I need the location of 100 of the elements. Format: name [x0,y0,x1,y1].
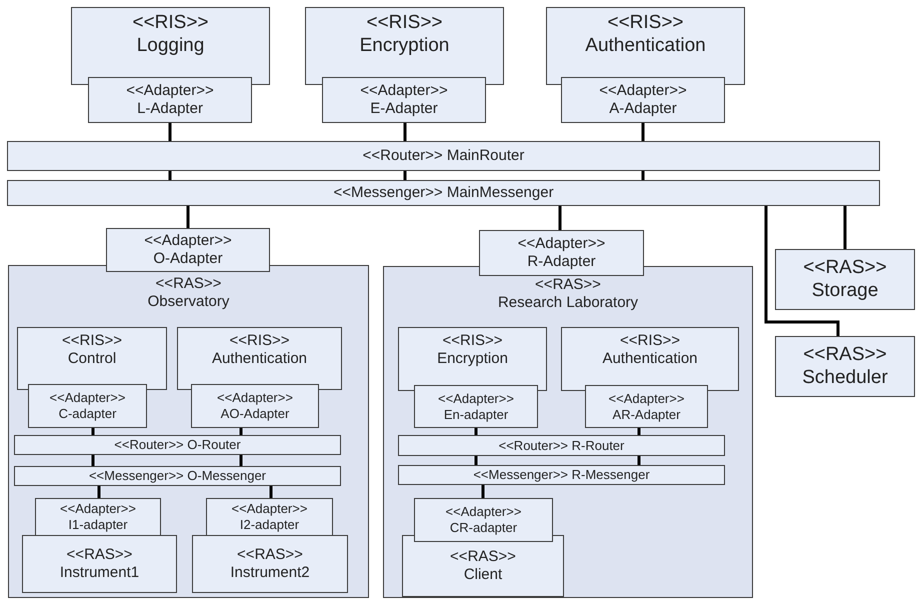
system-box [775,336,915,397]
node-label: E-Adapter [370,100,438,118]
node-label: <<Adapter>> [232,501,308,517]
connector-line [844,206,846,249]
node-label: <<Adapter>> [60,501,136,517]
connector-line [642,123,644,141]
node-label: A-Adapter [609,100,677,118]
system-box [775,249,915,310]
node-label: AR-Adapter [612,406,680,422]
node-label: <<RAS>> [535,276,601,294]
connector-line [558,206,562,230]
connector-line [240,428,242,435]
adapter-box [414,385,538,428]
adapter-box [35,498,161,536]
node-label: <<Router>> O-Router [114,437,241,453]
bus-bar [398,435,725,456]
connector-line [92,428,94,435]
connector-line [92,455,94,466]
node-label: Authentication [585,34,706,58]
node-label: <<Adapter>> [438,390,514,406]
adapter-box [106,228,270,272]
system-box [192,535,348,593]
node-label: Storage [812,280,878,302]
bus-bar [7,180,880,206]
adapter-box [561,77,725,123]
node-label: Authentication [212,350,308,368]
node-label: <<RAS>> [450,548,516,566]
adapter-box [414,498,553,542]
node-label: <<Adapter>> [360,82,448,100]
node-label: <<Router>> MainRouter [362,147,524,165]
node-label: <<Adapter>> [599,82,687,100]
node-label: Client [464,566,502,584]
node-label: <<Adapter>> [126,82,214,100]
node-label: <<RIS>> [132,12,209,35]
service-box [17,327,167,390]
node-label: I2-adapter [240,517,300,533]
adapter-box [206,498,333,536]
node-label: Observatory [148,293,230,311]
adapter-box [88,77,252,123]
node-label: <<RAS>> [156,275,222,293]
system-box [22,535,177,593]
connector-line [404,123,406,141]
node-label: <<Messenger>> R-Messenger [473,467,650,483]
node-label: Encryption [437,350,508,368]
connector-line [474,456,478,465]
service-box [546,7,745,85]
node-label: Instrument2 [230,564,310,582]
connector-line [638,456,640,465]
bus-bar [14,466,341,486]
connector-line [270,486,272,498]
node-label: <<Messenger>> MainMessenger [333,184,554,202]
connector-line [186,206,190,228]
bus-bar [398,465,725,485]
node-label: Instrument1 [60,564,140,582]
node-label: Research Laboratory [498,294,638,312]
connector-line [764,206,840,336]
node-label: L-Adapter [137,100,203,118]
node-label: <<RIS>> [229,332,290,350]
node-label: <<Adapter>> [50,390,126,406]
connector-line [168,123,172,141]
connector-line [98,486,100,498]
node-label: <<RIS>> [442,332,503,350]
service-box [398,327,547,391]
node-label: <<Messenger>> O-Messenger [88,468,266,484]
node-label: <<RAS>> [66,546,132,564]
connector-line [482,485,484,498]
service-box [561,327,739,391]
node-label: I1-adapter [68,517,128,533]
adapter-box [585,385,708,428]
connector-line [240,455,242,466]
node-label: <<Adapter>> [518,235,606,253]
adapter-box [191,384,319,428]
node-label: <<RAS>> [237,546,303,564]
connector-line [404,171,406,180]
adapter-box [322,77,486,123]
adapter-box [479,230,644,276]
system-box [402,535,564,597]
connector-line [642,171,644,180]
connector-line [168,171,172,180]
service-box [305,7,504,85]
node-label: <<RIS>> [366,12,443,35]
connector-line [474,428,478,435]
node-label: <<RAS>> [803,344,887,366]
node-label: O-Adapter [153,250,223,268]
node-label: Encryption [360,34,450,58]
node-label: <<Adapter>> [217,390,293,406]
bus-bar [14,435,341,455]
node-label: Scheduler [802,366,888,390]
node-label: Authentication [602,350,698,368]
node-label: En-adapter [444,406,508,422]
node-label: <<Adapter>> [608,390,684,406]
node-label: <<Adapter>> [144,232,232,250]
node-label: AO-Adapter [220,406,290,422]
system-panel [8,265,369,598]
service-box [177,327,342,390]
node-label: <<RAS>> [803,256,887,280]
node-label: C-adapter [58,406,116,422]
connector-line [638,428,640,435]
node-label: R-Adapter [527,253,596,271]
adapter-box [28,384,147,428]
